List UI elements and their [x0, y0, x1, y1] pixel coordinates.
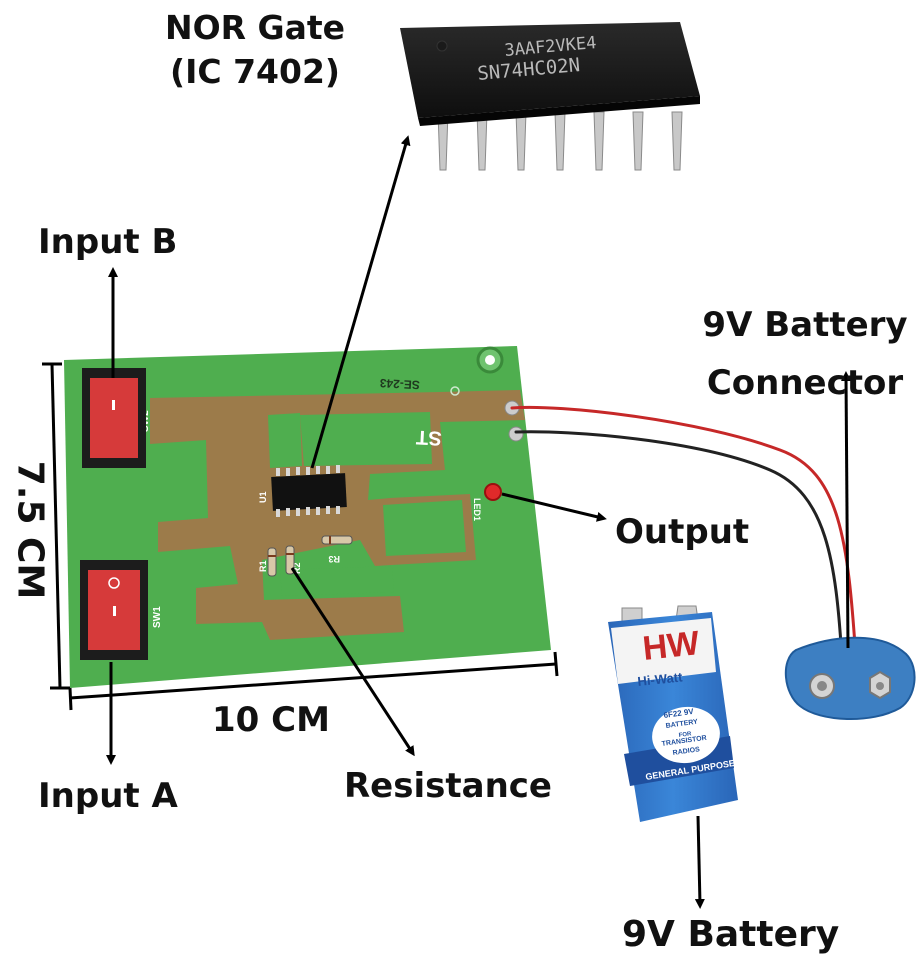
switch-sw2: [82, 368, 146, 468]
nor-gate-label: NOR Gate (IC 7402): [120, 6, 390, 94]
battery-brand-name: Hi-Watt: [637, 669, 684, 689]
pcb-board: SE-243 ST SW2 SW1 U1 LED1 R1 R2 R3: [64, 346, 551, 688]
battery-brand-logo: HW: [641, 624, 702, 668]
battery-connector-arrow: [841, 371, 852, 649]
pcb-r1: R1: [258, 560, 268, 572]
height-label: 7.5 CM: [9, 460, 51, 600]
pcb-u1: U1: [258, 491, 268, 503]
height-dimension: [42, 362, 70, 690]
resistance-label: Resistance: [344, 766, 552, 806]
pcb-led1: LED1: [472, 498, 482, 521]
nor-gate-label-line2: (IC 7402): [170, 52, 340, 91]
width-dimension: [68, 651, 559, 711]
nor-gate-label-line1: NOR Gate: [164, 8, 346, 47]
pcb-r3: R3: [328, 554, 340, 564]
battery-arrow: [694, 815, 705, 909]
input-b-label: Input B: [38, 222, 178, 262]
battery-model-line1: 6F22 9V: [663, 707, 695, 720]
battery-snap-connector: [784, 636, 916, 721]
pcb-r2: R2: [292, 562, 302, 574]
pcb-sw1: SW1: [152, 606, 163, 628]
battery-connector-label: 9V Battery Connector: [690, 296, 920, 412]
output-arrow: [501, 492, 607, 522]
resistance-arrow: [290, 567, 415, 757]
width-label: 10 CM: [212, 700, 330, 740]
battery-connector-label-line1: 9V Battery: [702, 305, 908, 345]
battery-model-line5: RADIOS: [672, 746, 700, 757]
battery-connector-label-line2: Connector: [706, 363, 904, 403]
battery-model-line2: BATTERY: [665, 719, 698, 730]
ic-chip-image: 3AAF2VKE4 SN74HC02N: [400, 22, 700, 171]
pcb-board-id: SE-243: [379, 376, 420, 392]
input-a-label: Input A: [38, 776, 178, 816]
output-label: Output: [615, 512, 750, 552]
battery-label: 9V Battery: [622, 914, 840, 955]
battery-model-line3: FOR: [678, 731, 692, 739]
pcb-silk-st: ST: [416, 426, 443, 449]
battery-image: HW Hi-Watt 6F22 9V BATTERY FOR TRANSISTO…: [608, 605, 738, 822]
switch-sw1: [80, 560, 148, 660]
nor-gate-arrow: [310, 135, 411, 469]
